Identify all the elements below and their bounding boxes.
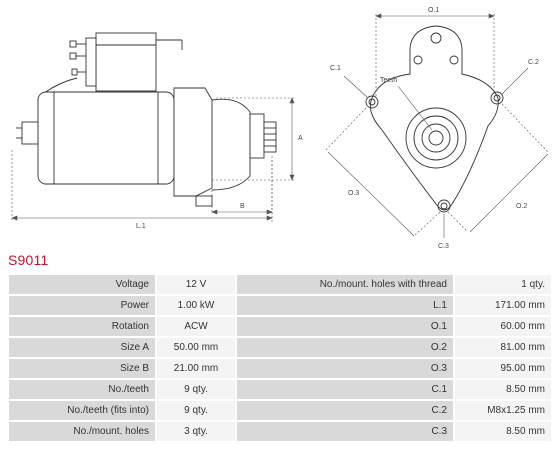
spec-label: C.2 — [237, 401, 453, 420]
spec-value: M8x1.25 mm — [455, 401, 551, 420]
side-view — [16, 32, 277, 207]
table-row: Power 1.00 kW L.1 171.00 mm — [9, 296, 551, 315]
table-row: No./teeth (fits into) 9 qty. C.2 M8x1.25… — [9, 401, 551, 420]
table-row: No./mount. holes 3 qty. C.3 8.50 mm — [9, 422, 551, 441]
starter-drawing-svg: L.1 A B — [11, 7, 549, 250]
front-view — [365, 25, 504, 213]
spec-label: No./mount. holes with thread — [237, 275, 453, 294]
spec-value: 8.50 mm — [455, 422, 551, 441]
dim-c2-label: C.2 — [528, 59, 539, 66]
teeth-label: Teeth — [380, 77, 397, 84]
technical-drawing: L.1 A B — [11, 7, 549, 250]
spec-value: 3 qty. — [157, 422, 235, 441]
table-row: Voltage 12 V No./mount. holes with threa… — [9, 275, 551, 294]
spec-value: 9 qty. — [157, 401, 235, 420]
spec-label: L.1 — [237, 296, 453, 315]
table-row: Size A 50.00 mm O.2 81.00 mm — [9, 338, 551, 357]
spec-value: 171.00 mm — [455, 296, 551, 315]
dim-b-label: B — [240, 203, 245, 210]
spec-value: 60.00 mm — [455, 317, 551, 336]
spec-label: C.1 — [237, 380, 453, 399]
spec-label: Power — [9, 296, 155, 315]
dim-l1-label: L.1 — [136, 223, 146, 230]
dim-o1-label: O.1 — [428, 7, 439, 14]
spec-value: 50.00 mm — [157, 338, 235, 357]
specs-table: Voltage 12 V No./mount. holes with threa… — [7, 273, 553, 443]
table-row: Rotation ACW O.1 60.00 mm — [9, 317, 551, 336]
spec-label: Rotation — [9, 317, 155, 336]
front-dimensions — [325, 13, 549, 238]
spec-value: 9 qty. — [157, 380, 235, 399]
spec-label: Size B — [9, 359, 155, 378]
spec-label: O.1 — [237, 317, 453, 336]
dim-o3-label: O.3 — [348, 190, 359, 197]
spec-label: No./mount. holes — [9, 422, 155, 441]
spec-label: O.3 — [237, 359, 453, 378]
dim-c3-label: C.3 — [438, 243, 449, 250]
spec-value: 8.50 mm — [455, 380, 551, 399]
spec-value: 81.00 mm — [455, 338, 551, 357]
spec-label: C.3 — [237, 422, 453, 441]
dim-o2-label: O.2 — [516, 203, 527, 210]
spec-label: Voltage — [9, 275, 155, 294]
spec-label: No./teeth (fits into) — [9, 401, 155, 420]
table-row: Size B 21.00 mm O.3 95.00 mm — [9, 359, 551, 378]
side-dimensions — [11, 97, 296, 222]
part-number-title: S9011 — [8, 252, 49, 268]
dim-a-label: A — [298, 135, 303, 142]
spec-value: 95.00 mm — [455, 359, 551, 378]
spec-value: 12 V — [157, 275, 235, 294]
table-row: No./teeth 9 qty. C.1 8.50 mm — [9, 380, 551, 399]
spec-label: Size A — [9, 338, 155, 357]
spec-label: No./teeth — [9, 380, 155, 399]
spec-value: 21.00 mm — [157, 359, 235, 378]
spec-label: O.2 — [237, 338, 453, 357]
spec-value: 1.00 kW — [157, 296, 235, 315]
spec-value: ACW — [157, 317, 235, 336]
spec-value: 1 qty. — [455, 275, 551, 294]
dim-c1-label: C.1 — [330, 65, 341, 72]
